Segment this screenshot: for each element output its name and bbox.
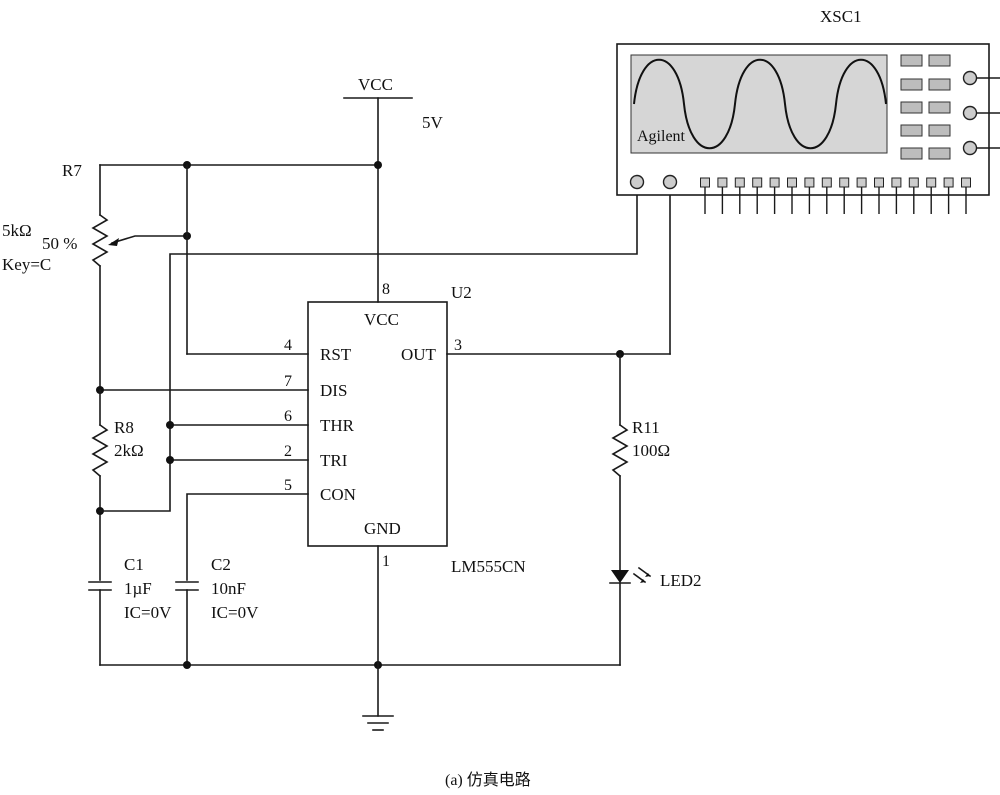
pin-6-num: 6 [284, 408, 292, 425]
pin-3-num: 3 [454, 337, 462, 354]
c1-ref: C1 [124, 555, 144, 574]
led2-ref: LED2 [660, 571, 702, 590]
potentiometer-r7: R7 5kΩ 50 % Key=C [2, 161, 191, 391]
vcc-label: VCC [358, 75, 393, 94]
pin-con-name: CON [320, 485, 356, 504]
pin-out-name: OUT [401, 345, 437, 364]
pin-2-num: 2 [284, 443, 292, 460]
scope-digital-pin [961, 177, 971, 188]
vcc-supply: VCC 5V [343, 75, 444, 303]
capacitor-c2: C2 10nF IC=0V [175, 555, 259, 666]
c2-value: 10nF [211, 579, 246, 598]
pin-8-num: 8 [382, 281, 390, 298]
r8-ref: R8 [114, 418, 134, 437]
scope-digital-pin [821, 177, 832, 188]
scope-channel-a-terminal [629, 174, 645, 190]
pin-vcc-name: VCC [364, 310, 399, 329]
scope-digital-pin [926, 177, 937, 188]
pin-1-num: 1 [382, 553, 390, 570]
junction-c2-gnd [183, 661, 191, 669]
r8-value: 2kΩ [114, 441, 144, 460]
led-led2: LED2 [609, 566, 702, 666]
pin-7-num: 7 [284, 373, 292, 390]
scope-digital-pin [787, 177, 797, 188]
scope-sine-wave [633, 59, 887, 149]
scope-digital-pin [856, 177, 867, 188]
u2-part: LM555CN [451, 557, 526, 576]
junction-vcc [374, 161, 382, 169]
r7-setting: 50 % [42, 234, 77, 253]
scope-digital-pin [891, 177, 902, 188]
pin-rst-name: RST [320, 345, 352, 364]
resistor-r11: R11 100Ω [611, 353, 670, 571]
pin-gnd-name: GND [364, 519, 401, 538]
junction-thr [166, 421, 174, 429]
u2-ref: U2 [451, 283, 472, 302]
scope-button-grid [900, 54, 951, 160]
scope-ref: XSC1 [820, 7, 862, 26]
scope-digital-pin [717, 177, 728, 188]
r7-ref: R7 [62, 161, 82, 180]
scope-channel-b-terminal [662, 174, 678, 190]
r7-key: Key=C [2, 255, 51, 274]
r7-value: 5kΩ [2, 221, 32, 240]
scope-brand: Agilent [637, 128, 686, 145]
c2-ref: C2 [211, 555, 231, 574]
scope-digital-pin [908, 177, 919, 188]
junction-tri [166, 456, 174, 464]
oscilloscope-xsc1: XSC1 Agilent [616, 7, 1000, 214]
figure-caption: (a) 仿真电路 [445, 771, 531, 789]
scope-digital-pin [804, 177, 815, 188]
scope-right-terminals [962, 70, 1000, 156]
scope-digital-pin [734, 177, 745, 188]
pin-5-num: 5 [284, 477, 292, 494]
scope-digital-pin [700, 177, 710, 188]
ground-symbol [362, 715, 394, 731]
pin-dis-name: DIS [320, 381, 347, 400]
vcc-voltage: 5V [422, 113, 444, 132]
resistor-r8: R8 2kΩ [91, 389, 144, 581]
c1-value: 1µF [124, 579, 152, 598]
ic-u2-lm555: U2 LM555CN 8 VCC 4 RST 7 DIS 6 THR 2 TRI… [284, 281, 526, 576]
capacitor-c1: C1 1µF IC=0V [88, 555, 172, 666]
scope-digital-pin [874, 177, 884, 188]
pin-4-num: 4 [284, 337, 292, 354]
scope-digital-pins [700, 177, 971, 214]
c1-ic: IC=0V [124, 603, 172, 622]
pin-tri-name: TRI [320, 451, 348, 470]
pin-thr-name: THR [320, 416, 355, 435]
r11-ref: R11 [632, 418, 660, 437]
scope-digital-pin [769, 177, 780, 188]
scope-digital-pin [752, 177, 763, 188]
c2-ic: IC=0V [211, 603, 259, 622]
r11-value: 100Ω [632, 441, 670, 460]
scope-digital-pin [839, 177, 850, 188]
scope-digital-pin [943, 177, 954, 188]
